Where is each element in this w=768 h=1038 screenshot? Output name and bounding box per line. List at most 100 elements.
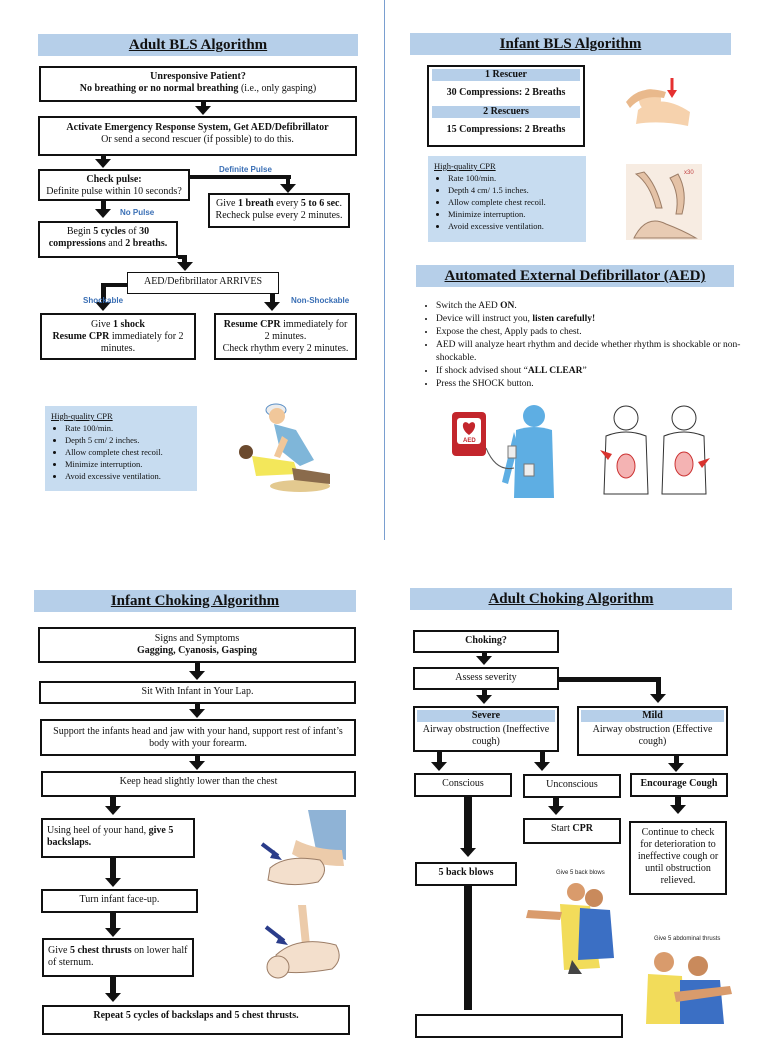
text-part: every <box>273 198 301 209</box>
arrow-shaft <box>464 886 472 1010</box>
definite-pulse-label: Definite Pulse <box>219 165 272 174</box>
column-divider <box>384 0 385 540</box>
activate-note: Or send a second rescuer (if possible) t… <box>101 134 294 145</box>
text-part: . <box>339 198 342 209</box>
arrow-shaft <box>101 156 106 161</box>
adult-cpr-box: High-quality CPR Rate 100/min. Depth 5 c… <box>45 406 197 491</box>
cpr-item: Avoid excessive ventilation. <box>448 220 580 232</box>
cpr-item: Allow complete chest recoil. <box>65 446 191 458</box>
text-part: Begin <box>66 226 94 237</box>
arrow-head <box>95 302 111 311</box>
aed-title: Automated External Defibrillator (AED) <box>416 265 734 287</box>
text-part: Recheck pulse every 2 minutes. <box>215 210 343 221</box>
assess-severity-box: Assess severity <box>413 667 559 690</box>
text-part: Resume CPR <box>52 331 110 342</box>
arrow-shaft <box>195 756 200 762</box>
cpr-item: Minimize interruption. <box>448 208 580 220</box>
shock-box: Give 1 shock Resume CPR immediately for … <box>40 313 196 360</box>
one-rescuer-ratio: 30 Compressions: 2 Breaths <box>446 87 566 98</box>
severe-heading: Severe <box>417 710 555 722</box>
cpr-item: Rate 100/min. <box>65 422 191 434</box>
keep-head-box: Keep head slightly lower than the chest <box>41 771 356 797</box>
mild-detail: Airway obstruction (Effective cough) <box>592 724 713 747</box>
unresponsive-box: Unresponsive Patient? No breathing or no… <box>39 66 357 102</box>
aed-pad-placement-illustration <box>600 405 710 495</box>
next-step-box <box>415 1014 623 1038</box>
text-part: CPR <box>572 823 593 834</box>
adult-choking-title: Adult Choking Algorithm <box>410 588 732 610</box>
begin-cycles-box: Begin 5 cycles of 30 compressions and 2 … <box>38 221 178 258</box>
arrow-shaft <box>675 797 681 805</box>
arrow-shaft <box>101 201 106 209</box>
unresponsive-note: (i.e., only gasping) <box>238 83 317 94</box>
arrow-head <box>105 878 121 887</box>
text-part: Device will instruct you, <box>436 314 533 324</box>
no-pulse-label: No Pulse <box>120 208 155 217</box>
abdominal-thrusts-caption: Give 5 abdominal thrusts <box>654 936 721 942</box>
one-rescuer-heading: 1 Rescuer <box>432 69 580 81</box>
infant-compression-illustration: x30 <box>626 164 702 240</box>
turn-face-up-box: Turn infant face-up. <box>41 889 198 913</box>
text-part: ALL CLEAR <box>527 366 583 376</box>
sit-box: Sit With Infant in Your Lap. <box>39 681 356 704</box>
text-part: 1 shock <box>113 319 145 330</box>
give-breath-box: Give 1 breath every 5 to 6 sec. Recheck … <box>208 193 350 228</box>
x30-label: x30 <box>684 170 694 176</box>
arrow-head <box>95 159 111 168</box>
text-part: Give <box>216 198 238 209</box>
arrow-shaft <box>110 797 116 807</box>
text-part: Check rhythm every 2 minutes. <box>222 343 349 354</box>
activate-box: Activate Emergency Response System, Get … <box>38 116 357 156</box>
text-part: 5 to 6 sec <box>300 198 340 209</box>
text-part: give 5 backslaps. <box>47 825 174 848</box>
arrow-head <box>195 106 211 115</box>
arrow-head <box>460 848 476 857</box>
cpr-item: Avoid excessive ventilation. <box>65 470 191 482</box>
mild-box: Mild Airway obstruction (Effective cough… <box>577 706 728 756</box>
signs-box: Signs and Symptoms Gagging, Cyanosis, Ga… <box>38 627 356 663</box>
aed-device-illustration: AED <box>452 405 554 498</box>
arrow-shaft <box>101 283 106 303</box>
arrow-shaft <box>195 704 200 710</box>
arrow-shaft <box>190 175 291 179</box>
arrow-head <box>105 993 121 1002</box>
arrow-head <box>189 671 205 680</box>
unresponsive-heading: Unresponsive Patient? <box>150 71 246 82</box>
arrow-head <box>534 762 550 771</box>
arrow-head <box>280 184 296 193</box>
adult-cpr-illustration <box>239 403 330 492</box>
arrow-shaft <box>110 977 116 993</box>
text-part: 5 cycles <box>93 226 126 237</box>
chest-thrusts-box: Give 5 chest thrusts on lower half of st… <box>42 938 194 977</box>
arrow-head <box>668 763 684 772</box>
text-part: and <box>105 238 126 249</box>
non-shockable-label: Non-Shockable <box>291 296 350 305</box>
text-part: Give <box>48 945 70 956</box>
signs-heading: Signs and Symptoms <box>154 633 240 644</box>
arrow-shaft <box>482 690 487 696</box>
severe-box: Severe Airway obstruction (Ineffective c… <box>413 706 559 752</box>
two-rescuers-heading: 2 Rescuers <box>432 106 580 118</box>
text-part: 30 compressions <box>48 226 150 249</box>
text-part: immediately for 2 minutes. <box>264 319 348 342</box>
repeat-cycles-box: Repeat 5 cycles of backslaps and 5 chest… <box>42 1005 350 1035</box>
arrow-head <box>264 302 280 311</box>
arrow-head <box>548 806 564 815</box>
check-pulse-note: Definite pulse within 10 seconds? <box>46 186 182 197</box>
aed-arrives-box: AED/Defibrillator ARRIVES <box>127 272 279 294</box>
arrow-shaft <box>464 797 472 849</box>
arrow-head <box>177 262 193 271</box>
arrow-head <box>431 762 447 771</box>
arrow-head <box>189 709 205 718</box>
back-blows-caption: Give 5 back blows <box>556 870 605 876</box>
aed-step: If shock advised shout “ALL CLEAR” <box>436 365 754 378</box>
arrow-shaft <box>101 283 128 287</box>
arrow-shaft <box>553 798 559 806</box>
text-part: Switch the AED <box>436 301 501 311</box>
infant-chest-thrust-illustration <box>264 905 340 979</box>
two-rescuers-ratio: 15 Compressions: 2 Breaths <box>446 124 566 135</box>
text-part: If shock advised shout “ <box>436 366 528 376</box>
arrow-head <box>650 694 666 703</box>
non-shock-box: Resume CPR immediately for 2 minutes. Ch… <box>214 313 357 360</box>
arrow-shaft <box>540 752 545 762</box>
